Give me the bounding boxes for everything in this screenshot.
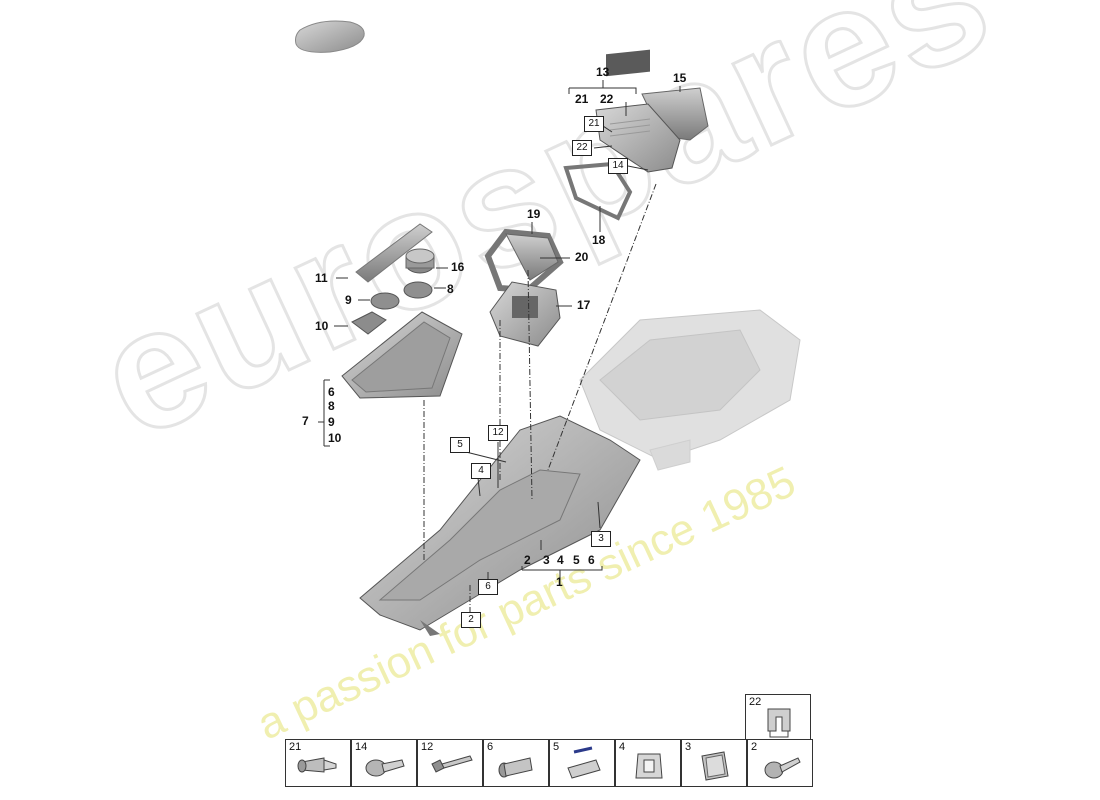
boxed-callout-22: 22 <box>572 140 592 156</box>
part-11-strip <box>355 223 433 283</box>
boxed-callout-2: 2 <box>461 612 481 628</box>
legend-number: 3 <box>685 741 692 753</box>
callout-1: 1 <box>556 575 563 589</box>
boxed-callout-4: 4 <box>471 463 491 479</box>
callout-lines <box>318 80 681 584</box>
callout-8-group: 8 <box>328 399 335 413</box>
part-9-mat <box>370 292 400 310</box>
legend-cell-6: 6 <box>483 739 549 787</box>
callout-13: 13 <box>596 65 610 79</box>
legend-number: 4 <box>619 741 626 753</box>
boxed-callout-21: 21 <box>584 116 604 132</box>
boxed-callout-5: 5 <box>450 437 470 453</box>
screw-pin-icon <box>297 757 337 773</box>
part-10-mat <box>351 311 387 335</box>
callout-21-group: 21 <box>575 92 589 106</box>
legend-cell-5: 5 <box>549 739 615 787</box>
leader-lines <box>423 183 657 612</box>
spring-clip-icon <box>635 753 663 779</box>
part-18-frame <box>563 161 633 221</box>
callout-5-group: 5 <box>573 553 580 567</box>
callout-9: 9 <box>345 293 352 307</box>
part-17-bracket <box>489 281 561 347</box>
callout-18: 18 <box>592 233 606 247</box>
legend-number: 14 <box>355 741 368 753</box>
callout-6-group: 6 <box>328 385 335 399</box>
callout-11: 11 <box>315 271 328 285</box>
boxed-callout-12: 12 <box>488 425 508 441</box>
callout-2-group: 2 <box>524 553 531 567</box>
callout-15: 15 <box>673 71 687 85</box>
square-nut-icon <box>701 751 729 781</box>
key-fob-part <box>295 20 365 53</box>
boxed-callout-6: 6 <box>478 579 498 595</box>
screw-washer-icon <box>365 759 405 777</box>
part-7-storage-tray <box>341 311 463 399</box>
boxed-callout-14: 14 <box>608 158 628 174</box>
callout-7: 7 <box>302 414 309 428</box>
legend-cell-12: 12 <box>417 739 483 787</box>
legend-cell-2: 2 <box>747 739 813 787</box>
part-1-center-console <box>359 309 801 636</box>
callout-22-group: 22 <box>600 92 614 106</box>
part-13-air-vent <box>595 49 681 173</box>
speed-nut-clip-icon <box>567 746 601 779</box>
part-8-mat <box>403 281 433 299</box>
callout-20: 20 <box>575 250 589 264</box>
legend-number: 2 <box>751 741 758 753</box>
callout-8: 8 <box>447 282 454 296</box>
legend-cell-4: 4 <box>615 739 681 787</box>
callout-3-group: 3 <box>543 553 550 567</box>
legend-number: 6 <box>487 741 494 753</box>
callout-10: 10 <box>315 319 329 333</box>
flat-screw-icon <box>764 757 801 779</box>
legend-number: 5 <box>553 741 560 753</box>
legend-cell-3: 3 <box>681 739 747 787</box>
expansion-rivet-icon <box>498 757 533 778</box>
bolt-icon <box>431 755 473 773</box>
callout-16: 16 <box>451 260 465 274</box>
callout-6-group2: 6 <box>588 553 595 567</box>
retaining-clip-icon <box>767 708 791 738</box>
callout-17: 17 <box>577 298 591 312</box>
callout-9-group: 9 <box>328 415 335 429</box>
callout-10-group: 10 <box>328 431 342 445</box>
callout-4-group: 4 <box>557 553 564 567</box>
legend-number: 12 <box>421 741 434 753</box>
legend-cell-22: 22 <box>745 694 811 742</box>
boxed-callout-3: 3 <box>591 531 611 547</box>
legend-cell-21: 21 <box>285 739 351 787</box>
legend-number: 22 <box>749 696 762 708</box>
legend-number: 21 <box>289 741 302 753</box>
callout-19: 19 <box>527 207 541 221</box>
part-19-frame <box>484 228 564 294</box>
legend-cell-14: 14 <box>351 739 417 787</box>
